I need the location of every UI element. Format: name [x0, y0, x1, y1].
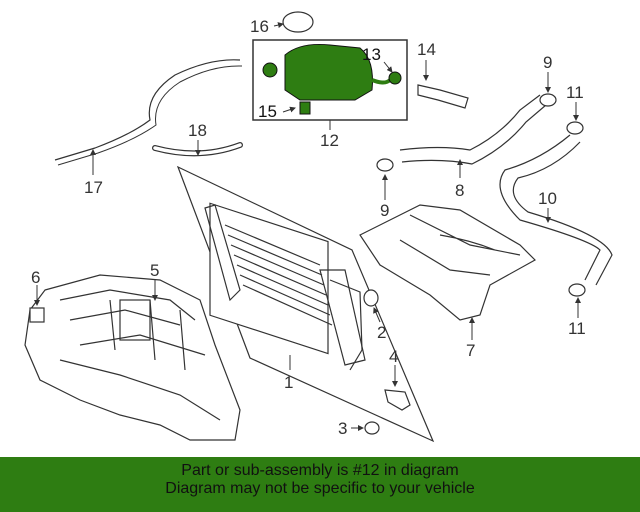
callout-11-upper: 11: [566, 83, 584, 102]
callout-6: 6: [31, 268, 40, 287]
callout-18: 18: [188, 121, 207, 140]
callout-15: 15: [258, 102, 277, 121]
bracket-14: [417, 84, 469, 109]
callout-3: 3: [338, 419, 347, 438]
callout-labels: 16 13 15 12 14 9 11 18 17 8 9 10 5 6 2 7…: [31, 17, 586, 438]
upper-hose: [399, 94, 547, 165]
part-3-grommet: [364, 421, 380, 435]
part-2-grommet: [363, 289, 379, 307]
callout-10: 10: [538, 189, 557, 208]
callout-16: 16: [250, 17, 269, 36]
part-4-valve: [384, 389, 411, 411]
info-banner: Part or sub-assembly is #12 in diagram D…: [0, 457, 640, 512]
fan-shroud: [24, 274, 241, 441]
banner-line-2: Diagram may not be specific to your vehi…: [165, 480, 475, 497]
callout-17: 17: [84, 178, 103, 197]
callout-2: 2: [377, 323, 386, 342]
air-deflector: [359, 204, 536, 321]
clamp-9-upper: [539, 93, 557, 107]
callout-11-lower: 11: [568, 319, 586, 338]
callout-13: 13: [362, 45, 381, 64]
clamp-9-lower: [376, 158, 394, 172]
leader-lines: [34, 22, 581, 431]
callout-4: 4: [389, 347, 398, 366]
callout-1: 1: [284, 373, 293, 392]
reservoir-bracket: [262, 62, 278, 78]
callout-7: 7: [466, 341, 475, 360]
clamp-11-lower: [568, 283, 586, 297]
clamp-11-upper: [566, 121, 584, 135]
banner-line-1: Part or sub-assembly is #12 in diagram: [181, 462, 459, 479]
part-6-mount: [29, 307, 45, 323]
overflow-hose-17: [54, 59, 241, 161]
callout-14: 14: [417, 40, 436, 59]
parts-diagram: 16 13 15 12 14 9 11 18 17 8 9 10 5 6 2 7…: [24, 11, 613, 443]
callout-9-upper: 9: [543, 53, 552, 72]
reservoir-hose: [371, 78, 392, 85]
lower-hose: [499, 134, 613, 286]
reservoir-sensor: [299, 101, 311, 115]
callout-12: 12: [320, 131, 339, 150]
overflow-hose-17-inner: [57, 65, 243, 166]
callout-9-lower: 9: [380, 201, 389, 220]
coolant-reservoir: [284, 44, 373, 101]
callout-5: 5: [150, 261, 159, 280]
reservoir-cap: [282, 11, 314, 33]
reservoir-grommet: [388, 71, 402, 85]
callout-8: 8: [455, 181, 464, 200]
radiator-assembly: [176, 165, 435, 443]
coolant-reservoir-box: [252, 39, 408, 121]
